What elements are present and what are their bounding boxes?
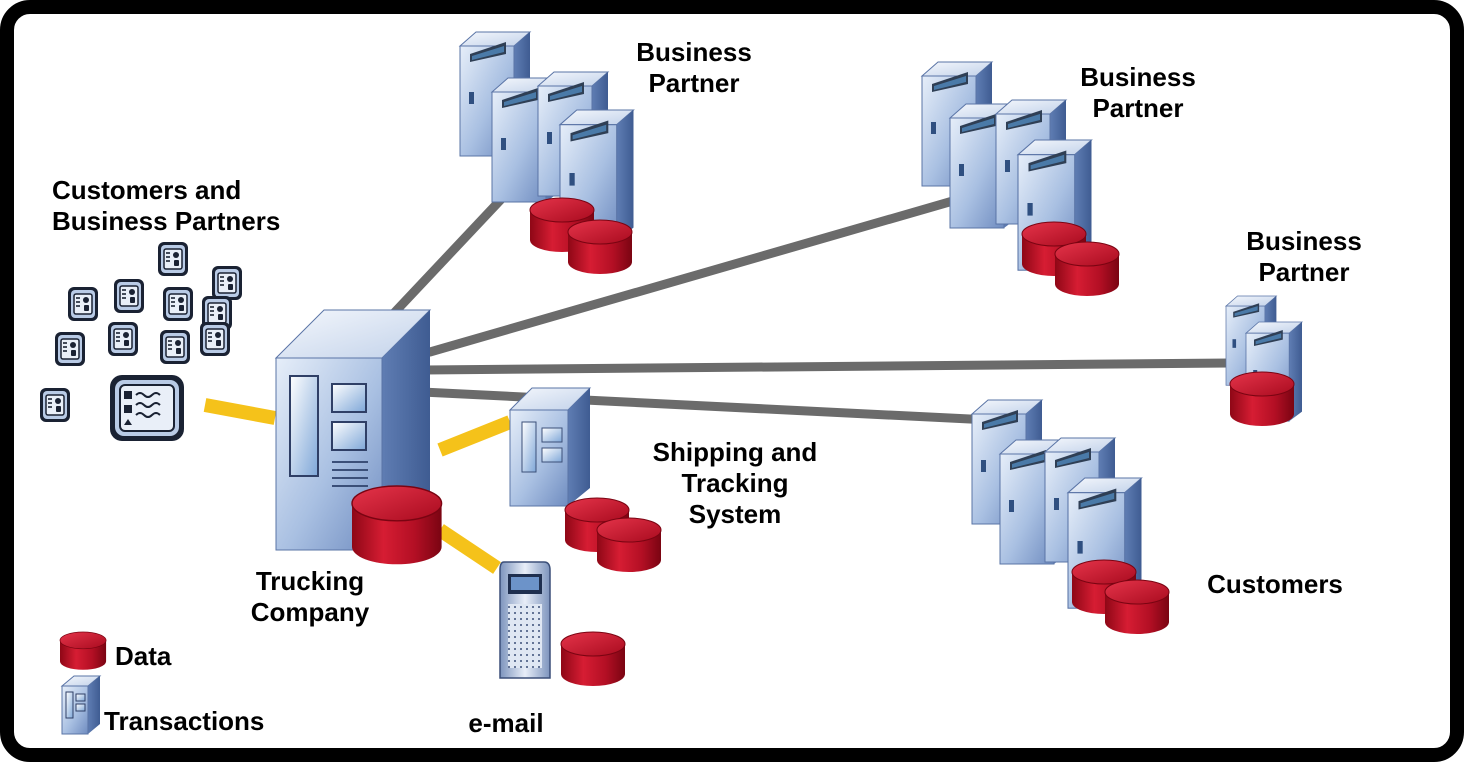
legend-data-icon [59,631,107,671]
pda-icon [54,331,86,367]
database-icon [1104,579,1170,635]
shipping-system-label: Shipping and Tracking System [652,437,818,529]
customers-and-partners-label: Customers and Business Partners [52,175,281,236]
link-partner-right [420,358,1235,375]
client-links [203,398,513,574]
trucking-company-database-icon [351,485,443,566]
client-link-devices [203,398,277,425]
pda-icon [211,265,243,301]
customers-cluster [971,399,1170,635]
legend-data-label: Data [115,641,172,671]
pda-icon [159,329,191,365]
pda-icon [162,286,194,322]
mail-server-icon [499,561,551,679]
client-link-shipping [437,415,513,457]
client-devices [39,241,243,441]
pda-icon [107,321,139,357]
email-database-icon [560,631,626,687]
legend-transactions-label: Transactions [104,706,265,736]
database-icon [1229,371,1295,427]
trucking-company-server [274,309,432,551]
database-icon [567,219,633,275]
network-links [373,187,1235,425]
pda-icon [67,286,99,322]
customers-label: Customers [1207,569,1343,599]
trucking-company-label: Trucking Company [250,566,370,627]
legend-transactions-icon [60,675,102,735]
pda-icon [157,241,189,277]
client-link-email [436,524,501,574]
partner-right-cluster [1225,295,1303,427]
email-label: e-mail [468,708,544,738]
shipping-system [508,387,662,573]
link-partner-top [373,187,513,335]
partner-right-label: Business Partner [1246,226,1362,287]
partner-top-label: Business Partner [636,37,752,98]
link-partner-upper-right [425,191,975,357]
database-icon [1054,241,1120,297]
pda-icon [39,387,71,423]
pda-icon [199,321,231,357]
link-customers [417,387,995,425]
legend [59,631,107,735]
pda-icon [113,278,145,314]
partner-upper-right-label: Business Partner [1080,62,1196,123]
large-pda-icon [110,375,184,441]
